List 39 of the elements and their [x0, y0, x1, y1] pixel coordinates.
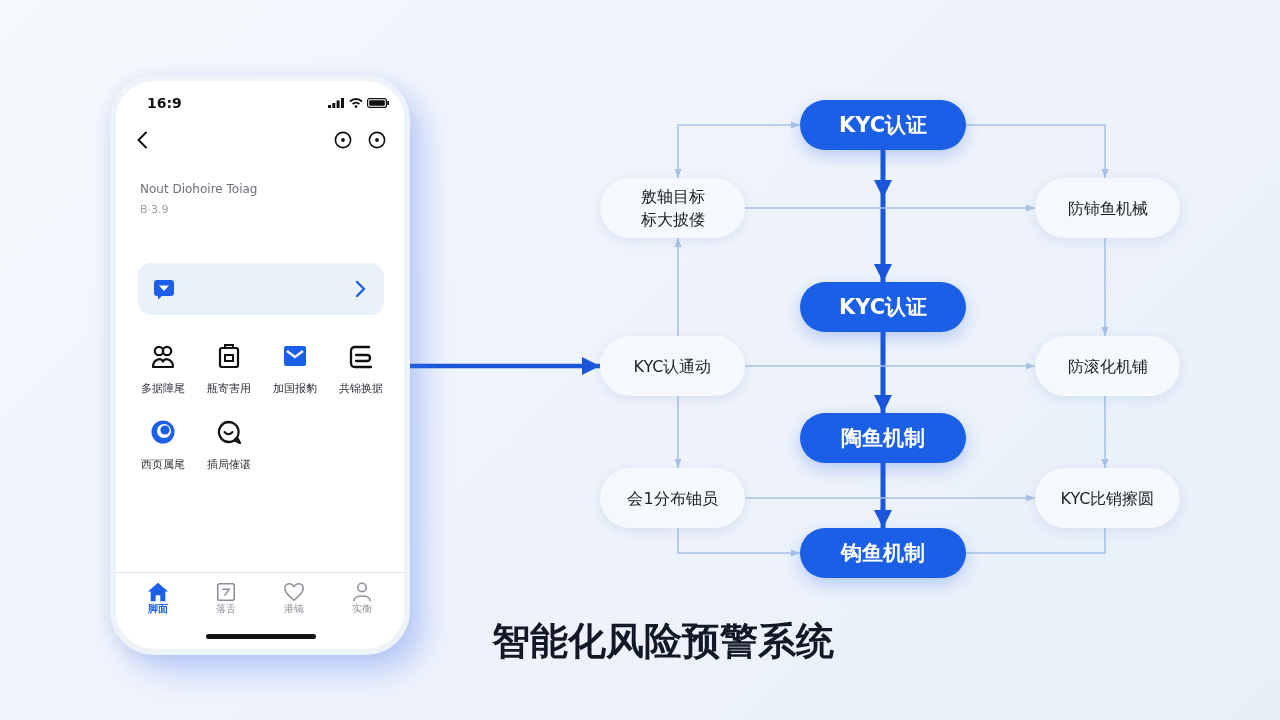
- connector-line: [674, 395, 682, 469]
- app-subtitle: Nout Diohoire Toiag: [140, 182, 258, 197]
- process-node: 会1分布铀员: [600, 468, 745, 528]
- menu-label: 西页属尾: [140, 458, 186, 472]
- tab-label: 实衡: [351, 603, 373, 615]
- connector-line: [744, 494, 1036, 502]
- connector-line: [674, 121, 801, 179]
- menu-label: 插局傕谌: [206, 458, 252, 472]
- tab-label: 脚面: [147, 603, 169, 615]
- process-pill: 陶鱼机制: [800, 413, 966, 463]
- tab-label: 落舌: [215, 603, 237, 615]
- connector-line: [674, 237, 682, 337]
- connector-line: [965, 124, 1109, 179]
- tab-label: 港镜: [283, 603, 305, 615]
- connector-line: [965, 527, 1106, 554]
- menu-label: 多据障尾: [140, 382, 186, 396]
- process-node: KYC比销擦圆: [1035, 468, 1180, 528]
- process-node: 敫轴目标标大披偻: [600, 178, 745, 238]
- arrow: [874, 463, 892, 528]
- process-pill: KYC认证: [800, 100, 966, 150]
- connector-line: [744, 362, 1036, 370]
- connector-line: [677, 527, 801, 557]
- menu-label: 加国报豹: [272, 382, 318, 396]
- connector-line: [1101, 395, 1109, 469]
- arrow: [874, 150, 892, 282]
- process-node: 防滚化机铺: [1035, 336, 1180, 396]
- menu-label: 瓶寄害用: [206, 382, 252, 396]
- version-text: B·3.9: [140, 203, 169, 217]
- process-node: KYC认通动: [600, 336, 745, 396]
- connector-line: [1101, 237, 1109, 337]
- status-time: 16:9: [147, 95, 182, 112]
- diagram-title: 智能化风险预警系统: [491, 618, 835, 665]
- menu-label: 共锦换据: [338, 382, 384, 396]
- arrow: [410, 357, 600, 375]
- connector-line: [744, 204, 1036, 212]
- process-node: 防铈鱼机械: [1035, 178, 1180, 238]
- process-pill: 钩鱼机制: [800, 528, 966, 578]
- arrow: [874, 332, 892, 413]
- process-pill: KYC认证: [800, 282, 966, 332]
